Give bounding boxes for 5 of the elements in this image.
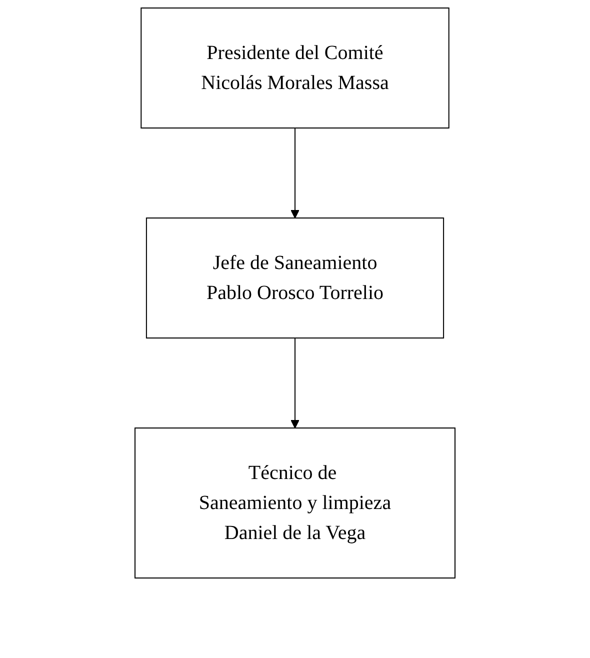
arrow	[290, 128, 300, 218]
arrow	[290, 338, 300, 428]
node-box: Presidente del Comité Nicolás Morales Massa	[140, 8, 450, 128]
node-box: Jefe de Saneamiento Pablo Orosco Torrelio	[146, 218, 444, 338]
node-box: Técnico de Saneamiento y limpieza Daniel de la Vega	[134, 428, 456, 578]
